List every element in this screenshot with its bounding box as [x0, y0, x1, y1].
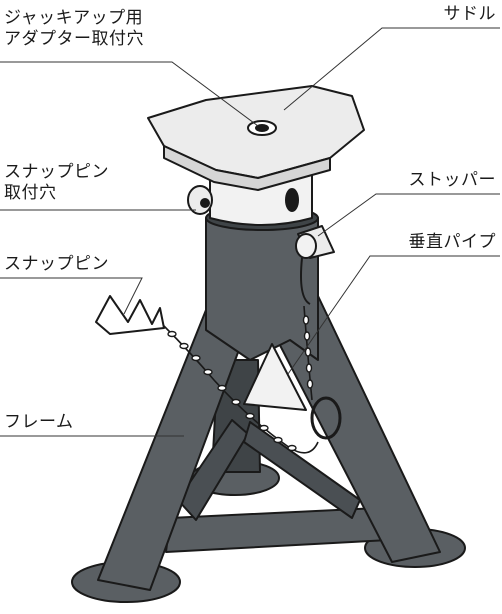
label-saddle: サドル: [443, 4, 496, 24]
saddle-edge: [163, 145, 331, 191]
label-vertical-pipe: 垂直パイプ: [408, 232, 496, 252]
label-jack-adapter-hole-line1: ジャッキアップ用: [4, 8, 144, 28]
chain-links: [167, 315, 314, 452]
leader-stopper: [317, 193, 500, 237]
label-stopper: ストッパー: [408, 170, 496, 190]
stopper-cap: [295, 233, 317, 259]
chain-ring: [310, 396, 342, 440]
label-snap-pin-hole-line1: スナップピン: [4, 162, 109, 182]
label-snap-pin-hole: スナップピン 取付穴: [4, 162, 109, 204]
label-jack-adapter-hole-line2: アダプター取付穴: [4, 29, 144, 49]
snap-pin-hole: [285, 188, 299, 212]
snap-pin: [95, 295, 165, 335]
snap-pin-boss-hole: [200, 198, 210, 208]
jack-adapter-hole-inner: [255, 124, 269, 132]
label-snap-pin-hole-line2: 取付穴: [4, 183, 57, 203]
leader-snap-pin: [0, 277, 143, 315]
stopper-ring: [300, 257, 311, 305]
frame-brace-right: [243, 421, 361, 519]
leader-jack-adapter-hole: [0, 61, 259, 127]
label-frame: フレーム: [4, 412, 74, 432]
leader-lines: [0, 27, 500, 437]
label-jack-adapter-hole: ジャッキアップ用 アダプター取付穴: [4, 8, 144, 50]
leader-saddle: [283, 27, 500, 111]
label-snap-pin: スナップピン: [4, 254, 109, 274]
leader-vertical-pipe: [287, 255, 500, 375]
vertical-pipe-window: [243, 343, 307, 411]
